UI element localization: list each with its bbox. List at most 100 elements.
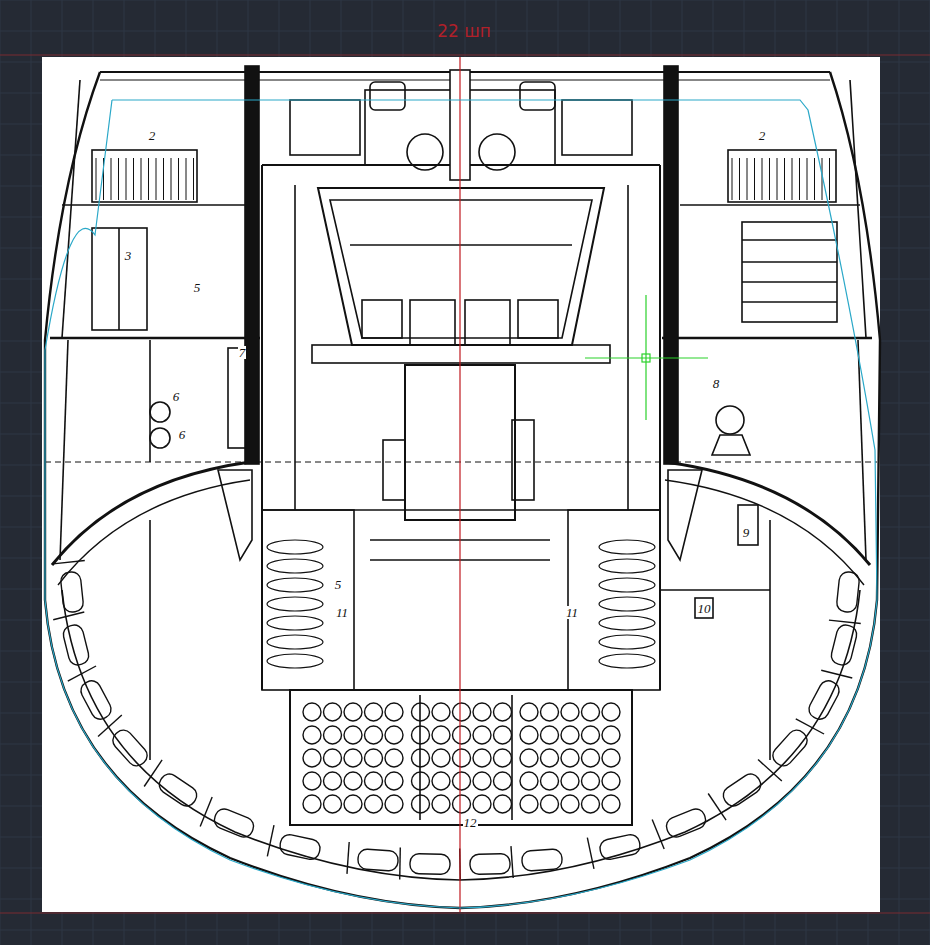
callout-number: 12 bbox=[463, 816, 478, 829]
floor-plate bbox=[758, 760, 782, 781]
heater-element bbox=[267, 559, 323, 573]
boiler-tube bbox=[541, 749, 559, 767]
hole-cell bbox=[511, 843, 563, 878]
lightening-hole bbox=[61, 623, 90, 667]
floor-plate bbox=[68, 666, 96, 681]
slat bbox=[141, 158, 142, 200]
boiler-tube bbox=[324, 795, 342, 813]
heater-element bbox=[599, 597, 655, 611]
boiler-tube bbox=[582, 749, 600, 767]
boiler-tube bbox=[303, 749, 321, 767]
frame-line bbox=[0, 55, 930, 56]
floor-plate bbox=[53, 560, 85, 563]
slat bbox=[754, 158, 755, 200]
boiler-tube bbox=[561, 795, 579, 813]
grid-line bbox=[899, 0, 900, 945]
slat bbox=[156, 158, 157, 200]
lightening-hole bbox=[212, 806, 257, 840]
lightening-hole bbox=[829, 623, 858, 667]
heater-element bbox=[599, 578, 655, 592]
boiler-tube bbox=[303, 703, 321, 721]
boiler-tube bbox=[494, 772, 512, 790]
callout-number: 9 bbox=[742, 526, 751, 539]
boiler-tube bbox=[432, 726, 450, 744]
slat bbox=[769, 158, 770, 200]
boiler-tube bbox=[602, 772, 620, 790]
lightening-hole bbox=[598, 833, 641, 861]
boiler-tube bbox=[520, 726, 538, 744]
slat bbox=[118, 158, 119, 200]
heater-element bbox=[267, 540, 323, 554]
boiler-tube bbox=[385, 772, 403, 790]
lightening-hole bbox=[410, 854, 450, 875]
floor-plate bbox=[708, 794, 726, 821]
hole-cell bbox=[347, 842, 399, 877]
boiler-tube bbox=[344, 726, 362, 744]
hull-outline bbox=[45, 100, 877, 908]
boiler-tube bbox=[412, 749, 430, 767]
boiler-tube bbox=[582, 703, 600, 721]
boiler-tube bbox=[494, 726, 512, 744]
boiler-tube bbox=[602, 749, 620, 767]
callout-number: 11 bbox=[565, 606, 579, 619]
slat bbox=[739, 158, 740, 200]
callout-number: 8 bbox=[712, 377, 721, 390]
boiler-tube bbox=[412, 772, 430, 790]
floor-plate bbox=[200, 797, 212, 827]
hole-cell bbox=[821, 622, 864, 678]
slat bbox=[792, 158, 793, 200]
boiler-tube bbox=[412, 726, 430, 744]
boiler-tube bbox=[494, 749, 512, 767]
boiler-tube bbox=[365, 772, 383, 790]
boiler-tube bbox=[541, 726, 559, 744]
boiler-tube bbox=[344, 795, 362, 813]
floor-plate bbox=[53, 612, 84, 620]
floor-plate bbox=[829, 620, 861, 623]
floor-plate bbox=[821, 670, 852, 678]
floor-plate bbox=[652, 819, 664, 849]
slat bbox=[747, 158, 748, 200]
grid-line bbox=[0, 0, 1, 945]
heater-element bbox=[599, 559, 655, 573]
slat bbox=[133, 158, 134, 200]
boiler-tube bbox=[602, 795, 620, 813]
slat bbox=[171, 158, 172, 200]
slat bbox=[814, 158, 815, 200]
boiler-tube bbox=[365, 703, 383, 721]
boiler-tube bbox=[324, 703, 342, 721]
hole-cell bbox=[267, 825, 323, 867]
boiler-tube bbox=[520, 772, 538, 790]
hole-cell bbox=[400, 847, 451, 880]
slat bbox=[126, 158, 127, 200]
hull-structure bbox=[45, 66, 880, 908]
callout-number: 7 bbox=[238, 346, 247, 359]
boiler-tube bbox=[385, 795, 403, 813]
floor-plate bbox=[587, 838, 594, 869]
boiler-tube bbox=[561, 703, 579, 721]
lightening-hole bbox=[806, 678, 842, 723]
boiler-tube bbox=[453, 703, 471, 721]
slat bbox=[111, 158, 112, 200]
floor-plate bbox=[399, 847, 401, 879]
callout-number: 2 bbox=[148, 129, 157, 142]
lightening-hole bbox=[60, 571, 84, 613]
boiler-tube bbox=[432, 795, 450, 813]
lightening-hole bbox=[720, 771, 764, 810]
boiler-tube bbox=[365, 726, 383, 744]
lightening-hole bbox=[664, 806, 709, 840]
boiler-tube bbox=[582, 726, 600, 744]
hole-cell bbox=[53, 612, 96, 668]
boiler-tube bbox=[473, 726, 491, 744]
lightening-hole bbox=[521, 849, 562, 872]
slat bbox=[799, 158, 800, 200]
boiler-tube bbox=[473, 703, 491, 721]
boiler-tube bbox=[344, 749, 362, 767]
boiler-tube bbox=[582, 772, 600, 790]
radiator-slats bbox=[96, 158, 830, 200]
hole-cell bbox=[200, 797, 258, 845]
lightening-hole bbox=[278, 833, 321, 861]
boiler-tube bbox=[344, 703, 362, 721]
boiler-tube bbox=[494, 795, 512, 813]
callout-number: 5 bbox=[334, 578, 343, 591]
